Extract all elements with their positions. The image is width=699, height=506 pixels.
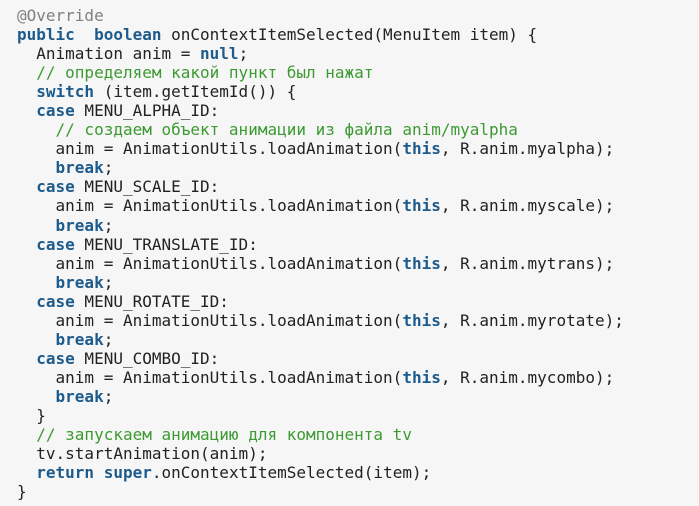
code-text: }: [17, 482, 27, 502]
code-line: }: [17, 406, 624, 425]
code-text: [17, 292, 36, 311]
code-text: [17, 235, 36, 254]
code-text: onContextItemSelected(MenuItem item) {: [161, 25, 538, 45]
code-line: return super.onContextItemSelected(item)…: [17, 463, 624, 482]
code-line: anim = AnimationUtils.loadAnimation(this…: [17, 368, 624, 387]
comment: // определяем какой пункт был нажат: [36, 63, 374, 83]
keyword: case: [36, 234, 75, 254]
code-line: anim = AnimationUtils.loadAnimation(this…: [17, 196, 624, 215]
code-line: anim = AnimationUtils.loadAnimation(this…: [17, 254, 624, 273]
code-line: // создаем объект анимации из файла anim…: [17, 120, 624, 139]
code-text: MENU_COMBO_ID:: [74, 348, 220, 368]
code-text: [17, 216, 56, 235]
code-line: break;: [17, 158, 624, 177]
code-text: [17, 120, 56, 139]
keyword: public: [17, 25, 75, 45]
keyword: case: [36, 101, 75, 121]
keyword: return: [36, 463, 95, 483]
code-text: [17, 273, 56, 292]
code-line: switch (item.getItemId()) {: [17, 82, 624, 101]
code-text: [17, 101, 36, 120]
comment: // создаем объект анимации из файла anim…: [55, 120, 518, 140]
code-line: // запускаем анимацию для компонента tv: [17, 425, 624, 444]
code-line: public boolean onContextItemSelected(Men…: [17, 25, 624, 44]
code-line: break;: [17, 387, 624, 406]
code-text: }: [17, 405, 46, 425]
keyword: boolean: [94, 25, 162, 45]
code-line: case MENU_ROTATE_ID:: [17, 292, 624, 311]
code-text: .onContextItemSelected(item);: [151, 463, 432, 483]
code-line: // определяем какой пункт был нажат: [17, 63, 624, 82]
code-text: MENU_ALPHA_ID:: [74, 101, 220, 121]
comment: // запускаем анимацию для компонента tv: [36, 425, 412, 445]
code-text: [17, 330, 56, 349]
keyword: this: [402, 367, 441, 387]
keyword: case: [36, 291, 75, 311]
code-line: }: [17, 482, 624, 501]
code-text: ;: [103, 158, 114, 178]
code-text: ;: [103, 386, 114, 406]
code-text: [17, 63, 36, 82]
keyword: break: [55, 272, 104, 292]
keyword: break: [55, 329, 104, 349]
code-text: [17, 349, 36, 368]
code-text: ;: [103, 215, 114, 235]
code-line: anim = AnimationUtils.loadAnimation(this…: [17, 311, 624, 330]
code-text: [17, 387, 56, 406]
code-line: break;: [17, 273, 624, 292]
code-text: ;: [103, 272, 114, 292]
code-text: (item.getItemId()) {: [94, 82, 297, 102]
code-line: case MENU_ALPHA_ID:: [17, 101, 624, 120]
code-text: MENU_TRANSLATE_ID:: [74, 234, 258, 254]
code-text: [94, 463, 104, 482]
code-text: MENU_ROTATE_ID:: [74, 291, 229, 311]
code-text: ;: [238, 44, 249, 64]
keyword: break: [55, 215, 104, 235]
code-line: break;: [17, 330, 624, 349]
keyword: case: [36, 177, 75, 197]
keyword: break: [55, 158, 104, 178]
keyword: this: [402, 196, 441, 216]
code-text: anim = AnimationUtils.loadAnimation(: [17, 196, 403, 216]
code-text: , R.anim.mytrans);: [440, 253, 615, 273]
code-text: , R.anim.myrotate);: [440, 310, 624, 330]
code-line: case MENU_COMBO_ID:: [17, 349, 624, 368]
code-text: [75, 25, 94, 44]
code-text: [17, 177, 36, 196]
code-text: anim = AnimationUtils.loadAnimation(: [17, 310, 403, 330]
code-line: break;: [17, 216, 624, 235]
code-text: anim = AnimationUtils.loadAnimation(: [17, 367, 403, 387]
code-text: tv.startAnimation(anim);: [17, 444, 268, 464]
code-line: anim = AnimationUtils.loadAnimation(this…: [17, 139, 624, 158]
code-text: MENU_SCALE_ID:: [74, 177, 220, 197]
code-text: [17, 82, 36, 101]
keyword: this: [402, 253, 441, 273]
code-line: tv.startAnimation(anim);: [17, 444, 624, 463]
code-text: , R.anim.myalpha);: [440, 139, 615, 159]
code-line: @Override: [17, 6, 624, 25]
code-text: anim = AnimationUtils.loadAnimation(: [17, 253, 403, 273]
code-text: [17, 158, 56, 177]
keyword: null: [200, 44, 239, 64]
code-line: case MENU_SCALE_ID:: [17, 177, 624, 196]
annotation: @Override: [17, 6, 104, 25]
code-line: Animation anim = null;: [17, 44, 624, 63]
code-text: ;: [103, 329, 114, 349]
code-text: [17, 425, 36, 444]
keyword: this: [402, 310, 441, 330]
code-text: anim = AnimationUtils.loadAnimation(: [17, 139, 403, 159]
keyword: super: [103, 463, 152, 483]
code-line: case MENU_TRANSLATE_ID:: [17, 235, 624, 254]
code-text: [17, 463, 36, 482]
keyword: break: [55, 386, 104, 406]
code-text: Animation anim =: [17, 44, 201, 64]
code-text: , R.anim.myscale);: [440, 196, 615, 216]
keyword: case: [36, 348, 75, 368]
code-text: , R.anim.mycombo);: [440, 367, 615, 387]
keyword: switch: [36, 82, 95, 102]
keyword: this: [402, 139, 441, 159]
